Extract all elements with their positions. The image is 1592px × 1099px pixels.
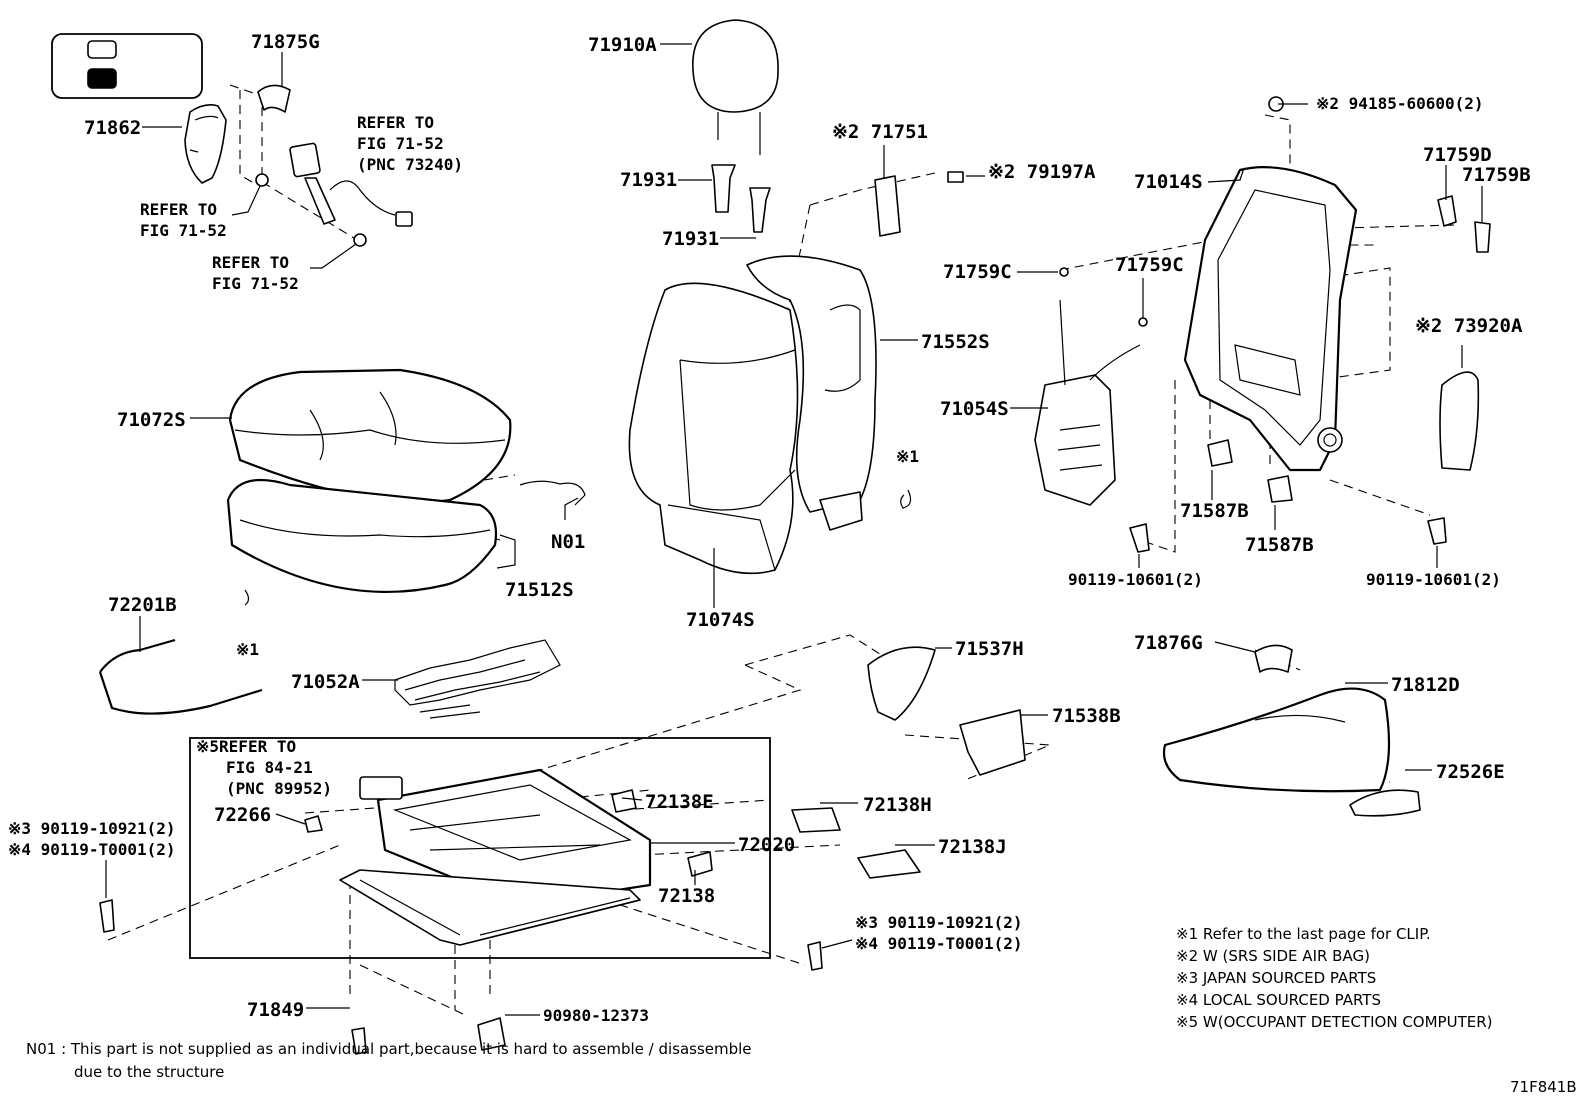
- part-labels: 71875G 71862 71910A 71931 71931 ※2 71751…: [84, 31, 1531, 1025]
- part-71014S-back-frame: [1183, 166, 1358, 472]
- label-71875G: 71875G: [251, 31, 320, 53]
- label-79197A: ※2 79197A: [988, 161, 1096, 183]
- label-n01: N01: [551, 531, 585, 553]
- part-71537H-cover: [867, 646, 936, 721]
- label-71759D: 71759D: [1423, 144, 1492, 166]
- label-71759B: 71759B: [1462, 164, 1531, 186]
- adjuster-detail-box: [189, 737, 771, 959]
- label-72138H: 72138H: [863, 794, 932, 816]
- bolts-lower: [99, 899, 823, 1055]
- label-71587B-lower: 71587B: [1245, 534, 1314, 556]
- part-71751-bracket: [874, 175, 901, 237]
- label-90119-10601-right: 90119-10601(2): [1366, 570, 1501, 589]
- part-71931-guides: [711, 164, 771, 233]
- legend-box: [51, 33, 203, 99]
- part-71054S-lumbar: [1034, 299, 1141, 506]
- part-71862-cover: [184, 104, 227, 184]
- label-71751: ※2 71751: [832, 121, 928, 143]
- label-71759C-left: 71759C: [943, 261, 1012, 283]
- note-4: ※4 LOCAL SOURCED PARTS: [1176, 991, 1381, 1009]
- part-72526E-knob: [1349, 789, 1421, 817]
- part-71759-clips: [1059, 195, 1491, 327]
- part-71812D-shield: [1162, 687, 1391, 793]
- clip-icon-a: [900, 489, 912, 509]
- label-71014S: 71014S: [1134, 171, 1203, 193]
- label-72138: 72138: [658, 885, 715, 907]
- part-73920A-airbag: [1439, 371, 1480, 471]
- seatbelt-buckle: [255, 142, 413, 247]
- leader-lines: [105, 43, 1483, 1016]
- label-71052A: 71052A: [291, 671, 360, 693]
- label-71538B: 71538B: [1052, 705, 1121, 727]
- part-71074S-back-cover: [628, 282, 799, 575]
- filled-rectangle-icon: [87, 68, 117, 89]
- part-71875G-clip: [257, 84, 291, 113]
- label-71931-upper: 71931: [620, 169, 677, 191]
- ref-fig-71-52-b: REFER TO FIG 71-52: [212, 253, 299, 293]
- label-clip-note-a: ※1: [896, 447, 919, 466]
- part-71512S-cushion-pad: [226, 478, 498, 593]
- part-71552S-back-pad: [746, 255, 877, 531]
- part-72020-adjuster: [339, 768, 652, 946]
- outline-rectangle-icon: [87, 40, 117, 59]
- label-72138J: 72138J: [938, 836, 1007, 858]
- bolt-label-right: ※3 90119-10921(2) ※4 90119-T0001(2): [855, 913, 1032, 953]
- label-72138E: 72138E: [645, 791, 714, 813]
- note-2: ※2 W (SRS SIDE AIR BAG): [1176, 947, 1370, 965]
- label-90980-12373: 90980-12373: [543, 1006, 649, 1025]
- part-71876G-clip: [1254, 644, 1293, 673]
- label-71910A: 71910A: [588, 34, 657, 56]
- ref-fig-84-21: ※5REFER TO FIG 84-21 (PNC 89952): [196, 737, 332, 798]
- part-71052A-spring: [394, 639, 561, 719]
- label-71812D: 71812D: [1391, 674, 1460, 696]
- label-71759C-right: 71759C: [1115, 254, 1184, 276]
- bolts-90119-10601: [947, 96, 1447, 553]
- footnote: N01 : This part is not supplied as an in…: [26, 1040, 752, 1081]
- clip-icon-b: [244, 589, 250, 606]
- label-94185: ※2 94185-60600(2): [1316, 94, 1484, 113]
- note-5: ※5 W(OCCUPANT DETECTION COMPUTER): [1176, 1013, 1492, 1031]
- note-3: ※3 JAPAN SOURCED PARTS: [1176, 969, 1376, 987]
- ref-fig-71-52-a: REFER TO FIG 71-52: [140, 200, 227, 240]
- part-72138-brackets: [611, 789, 921, 879]
- label-71849: 71849: [247, 999, 304, 1021]
- note-1: ※1 Refer to the last page for CLIP.: [1176, 925, 1431, 943]
- part-71538B-cover: [959, 709, 1026, 776]
- bolt-label-left: ※3 90119-10921(2) ※4 90119-T0001(2): [8, 819, 185, 859]
- label-72201B: 72201B: [108, 594, 177, 616]
- label-clip-note-b: ※1: [236, 640, 259, 659]
- label-71587B-upper: 71587B: [1180, 500, 1249, 522]
- footnote-line-1: N01 : This part is not supplied as an in…: [26, 1040, 752, 1058]
- label-72020: 72020: [738, 834, 795, 856]
- label-72266: 72266: [214, 804, 271, 826]
- label-71054S: 71054S: [940, 398, 1009, 420]
- part-occupant-computer: [359, 776, 403, 800]
- ref-seatbelt: REFER TO FIG 71-52 (PNC 73240): [357, 113, 463, 174]
- part-71587B-brackets: [1207, 439, 1293, 503]
- label-72526E: 72526E: [1436, 761, 1505, 783]
- label-71931-lower: 71931: [662, 228, 719, 250]
- label-71072S: 71072S: [117, 409, 186, 431]
- notes-legend: ※1 Refer to the last page for CLIP. ※2 W…: [1176, 925, 1492, 1031]
- label-71862: 71862: [84, 117, 141, 139]
- part-71910A-headrest: [692, 19, 779, 155]
- reference-labels: REFER TO FIG 71-52 (PNC 73240) REFER TO …: [8, 113, 1032, 953]
- label-71552S: 71552S: [921, 331, 990, 353]
- label-71876G: 71876G: [1134, 632, 1203, 654]
- label-90119-10601-left: 90119-10601(2): [1068, 570, 1203, 589]
- label-71512S: 71512S: [505, 579, 574, 601]
- label-71074S: 71074S: [686, 609, 755, 631]
- footnote-line-2: due to the structure: [74, 1063, 224, 1081]
- label-71537H: 71537H: [955, 638, 1024, 660]
- part-72266-clip: [304, 815, 323, 833]
- part-n01-sensor: [519, 480, 586, 506]
- drawing-id: 71F841B: [1510, 1078, 1577, 1096]
- label-73920A: ※2 73920A: [1415, 315, 1523, 337]
